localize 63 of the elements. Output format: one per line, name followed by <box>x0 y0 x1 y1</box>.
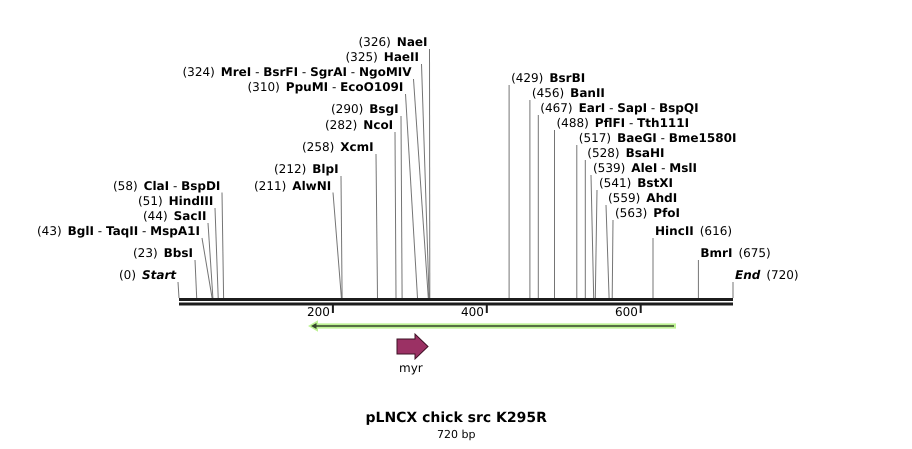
site-label: (43) BglI - TaqII - MspA1I <box>35 224 202 238</box>
site-label: (324) MreI - BsrFI - SgrAI - NgoMIV <box>180 65 414 79</box>
feature-label: myr <box>399 361 423 375</box>
site-label: (282) NcoI <box>323 118 396 132</box>
site-label: (539) AleI - MslI <box>591 161 699 175</box>
map-caption: 720 bp <box>437 428 476 440</box>
leader-line <box>612 220 614 298</box>
site-label: BmrI (675) <box>698 246 773 260</box>
leader-line <box>194 260 198 298</box>
leader-line <box>538 114 539 298</box>
leader-line <box>208 222 214 298</box>
leader-line <box>214 208 219 298</box>
site-label: (456) BanII <box>530 86 607 100</box>
scale-label: 600 <box>615 305 638 319</box>
site-label: (58) ClaI - BspDI <box>111 178 222 192</box>
site-label: (528) BsaHI <box>585 146 666 160</box>
dna-backbone <box>179 298 733 306</box>
site-label: (563) PfoI <box>613 206 682 220</box>
site-label: (44) SacII <box>141 209 208 223</box>
leader-line <box>529 100 530 298</box>
leader-line <box>376 154 378 298</box>
leader-line <box>698 260 699 298</box>
site-label: (51) HindIII <box>136 194 216 208</box>
site-label: (0) Start <box>117 268 178 282</box>
site-label: End (720) <box>733 268 801 282</box>
site-label: (310) PpuMI - EcoO109I <box>246 80 406 94</box>
site-label: (429) BsrBI <box>509 71 588 85</box>
leader-line <box>178 282 180 298</box>
scale-label: 200 <box>307 305 330 319</box>
leader-line <box>394 132 396 298</box>
leader-line <box>340 176 343 298</box>
leader-line <box>590 174 594 298</box>
leader-line <box>508 84 510 298</box>
leader-line <box>400 116 403 298</box>
leader-line <box>421 64 430 298</box>
leader-line <box>202 238 213 298</box>
site-label: (467) EarI - SapI - BspQI <box>538 101 701 115</box>
leader-line <box>222 192 224 298</box>
site-label: (211) AlwNI <box>252 178 334 192</box>
site-label: (325) HaeII <box>344 50 421 64</box>
site-label: (23) BbsI <box>131 246 195 260</box>
leader-line <box>332 192 342 298</box>
leader-line <box>413 78 429 298</box>
site-label: (258) XcmI <box>300 140 376 154</box>
site-label: (212) BlpI <box>272 162 341 176</box>
site-label: (326) NaeI <box>356 35 430 49</box>
site-label: (290) BsgI <box>329 102 401 116</box>
leader-line <box>652 238 654 298</box>
site-label: (541) BstXI <box>597 176 676 190</box>
leader-line <box>606 204 610 298</box>
leader-line <box>554 130 555 298</box>
leader-line <box>576 144 578 298</box>
site-label: (517) BaeGI - Bme1580I <box>576 131 738 145</box>
leader-line <box>732 282 734 298</box>
site-label: HincII (616) <box>653 224 734 238</box>
site-label: (559) AhdI <box>606 191 680 205</box>
map-title: pLNCX chick src K295R <box>366 410 547 426</box>
scale-label: 400 <box>461 305 484 319</box>
leader-line <box>584 160 586 298</box>
leader-line <box>429 48 430 298</box>
leader-line <box>405 94 418 298</box>
leader-line <box>594 190 598 298</box>
site-label: (488) PflFI - Tth111I <box>554 116 692 130</box>
